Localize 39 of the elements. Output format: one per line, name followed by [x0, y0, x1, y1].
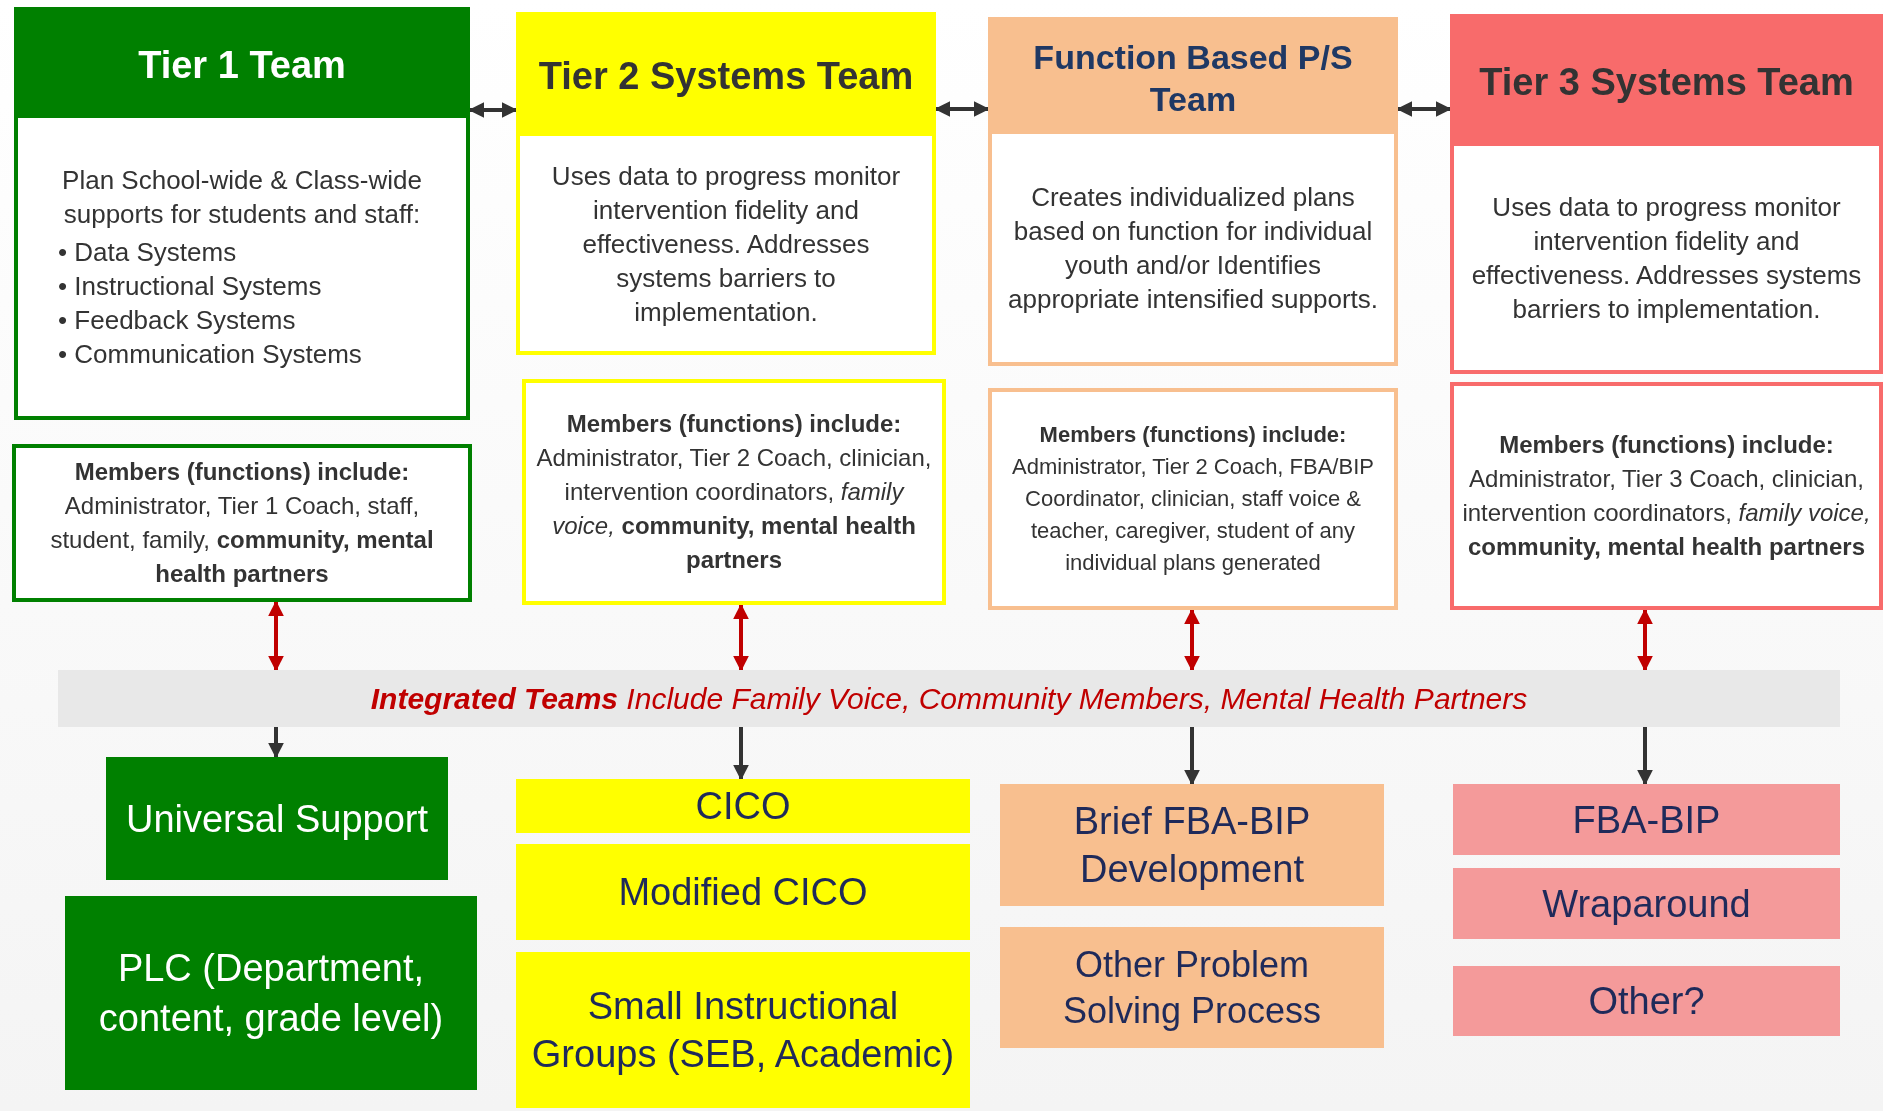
- bullet-item: • Communication Systems: [58, 338, 363, 371]
- arrow: [1637, 727, 1653, 786]
- team-description: Uses data to progress monitor intervention fidelity and effectiveness. Addresses systems barriers to implementation.: [1470, 191, 1863, 326]
- arrow: [268, 727, 284, 759]
- support-box: Small Instructional Groups (SEB, Academic): [516, 952, 970, 1108]
- support-box: Universal Support: [106, 757, 448, 880]
- team-description: Plan School-wide & Class-wide supports for students and staff:: [61, 164, 423, 231]
- support-box: Brief FBA-BIP Development: [1000, 784, 1384, 906]
- arrow: [733, 727, 749, 781]
- members-box: Members (functions) include: Administrator, Tier 1 Coach, staff, student, family, community, mental health partners: [12, 444, 472, 602]
- team-box: [14, 7, 470, 420]
- integrated-teams-banner: Integrated Teams Include Family Voice, Community Members, Mental Health Partners: [58, 670, 1840, 727]
- team-box: [516, 12, 936, 355]
- members-box: Members (functions) include: Administrator, Tier 2 Coach, FBA/BIP Coordinator, clinician, staff voice & teacher, caregiver, student of any individual plans generated: [988, 388, 1398, 610]
- arrow: [268, 600, 284, 672]
- bullet-item: • Feedback Systems: [58, 304, 297, 337]
- support-box: Wraparound: [1453, 868, 1840, 939]
- bullet-item: • Instructional Systems: [58, 270, 323, 303]
- team-description: Uses data to progress monitor intervention fidelity and effectiveness. Addresses systems barriers to implementation.: [550, 159, 902, 329]
- support-box: Other Problem Solving Process: [1000, 927, 1384, 1048]
- support-box: Modified CICO: [516, 844, 970, 940]
- support-box: CICO: [516, 779, 970, 833]
- arrow: [1637, 608, 1653, 672]
- team-header: Tier 3 Systems Team: [1454, 18, 1879, 146]
- team-description: Creates individualized plans based on function for individual youth and/or Identifies appropriate intensified supports.: [1008, 181, 1378, 316]
- bullet-item: • Data Systems: [58, 236, 238, 269]
- team-header: Function Based P/S Team: [992, 21, 1394, 134]
- support-box: Other?: [1453, 966, 1840, 1036]
- arrow: [1184, 608, 1200, 672]
- arrow: [733, 603, 749, 672]
- arrow: [1184, 727, 1200, 786]
- team-box: [1450, 14, 1883, 374]
- support-box: PLC (Department, content, grade level): [65, 896, 477, 1090]
- team-header: Tier 1 Team: [18, 11, 466, 118]
- members-box: Members (functions) include: Administrator, Tier 3 Coach, clinician, intervention coordinators, family voice, community, mental health partners: [1450, 382, 1883, 610]
- team-box: [988, 17, 1398, 366]
- members-box: Members (functions) include: Administrator, Tier 2 Coach, clinician, intervention coordinators, family voice, community, mental health partners: [522, 379, 946, 605]
- support-box: FBA-BIP: [1453, 784, 1840, 855]
- team-header: Tier 2 Systems Team: [520, 16, 932, 136]
